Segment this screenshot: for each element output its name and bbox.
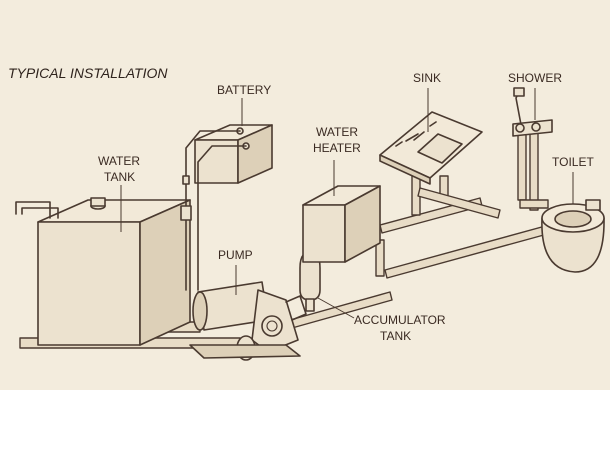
pump-base-plate xyxy=(189,344,301,359)
water-tank-front xyxy=(37,221,141,346)
sink-basin xyxy=(417,133,463,164)
label-pump: PUMP xyxy=(218,248,253,262)
pipe-shower-riser-b xyxy=(529,131,539,211)
wire-connector xyxy=(182,175,190,185)
leader-lines xyxy=(120,88,574,319)
toilet xyxy=(541,199,605,273)
pump xyxy=(189,281,307,361)
label-water-heater-line1: WATER xyxy=(316,125,358,139)
water-heater-side xyxy=(344,185,381,263)
label-water-tank-line1: WATER xyxy=(98,154,140,168)
toilet-bowl xyxy=(541,217,605,273)
sink-handles xyxy=(395,121,437,147)
water-tank-side xyxy=(139,199,191,346)
pipe-shower-riser-a xyxy=(517,131,527,201)
pump-head-cover xyxy=(261,315,283,337)
leader-accumulator xyxy=(317,297,355,319)
label-water-heater-line2: HEATER xyxy=(313,141,361,155)
battery xyxy=(180,124,273,291)
battery-side xyxy=(237,124,273,184)
diagram-title: TYPICAL INSTALLATION xyxy=(8,65,168,81)
bottom-margin xyxy=(0,390,610,450)
shower xyxy=(512,87,553,137)
pipe-sink-riser-hot xyxy=(439,175,449,197)
component-labels: BATTERY SINK SHOWER WATER HEATER TOILET … xyxy=(98,71,594,343)
water-tank-vent-pipe-outer xyxy=(15,201,51,219)
shower-head xyxy=(513,87,525,97)
sink-countertop-edge xyxy=(379,154,431,185)
sink-faucet xyxy=(405,131,425,142)
sink xyxy=(379,111,483,185)
battery-wire-negative xyxy=(197,145,247,291)
water-tank xyxy=(15,197,191,346)
pump-motor-endcap xyxy=(192,291,208,331)
accumulator-fitting xyxy=(305,298,315,312)
pipe-sink-cross xyxy=(417,187,501,219)
pump-head-center xyxy=(266,320,278,332)
toilet-flush-housing xyxy=(585,199,601,211)
water-heater xyxy=(302,185,381,263)
label-accumulator-line2: TANK xyxy=(380,329,411,343)
label-water-tank-line2: TANK xyxy=(104,170,135,184)
pipe-toilet-feed xyxy=(519,199,549,209)
pipe-heater-feed xyxy=(375,239,385,277)
label-accumulator-line1: ACCUMULATOR xyxy=(354,313,446,327)
toilet-opening xyxy=(554,210,592,228)
shower-valve-left xyxy=(515,123,525,133)
label-shower: SHOWER xyxy=(508,71,562,85)
label-toilet: TOILET xyxy=(552,155,594,169)
water-heater-front xyxy=(302,204,346,263)
water-tank-filler-neck xyxy=(90,197,106,207)
label-battery: BATTERY xyxy=(217,83,271,97)
pump-outlet-fitting xyxy=(285,295,307,321)
label-sink: SINK xyxy=(413,71,441,85)
pipe-network xyxy=(19,131,563,349)
water-tank-vent-pipe xyxy=(21,207,59,219)
inline-fuse xyxy=(180,205,192,221)
shower-valve-right xyxy=(531,122,541,132)
